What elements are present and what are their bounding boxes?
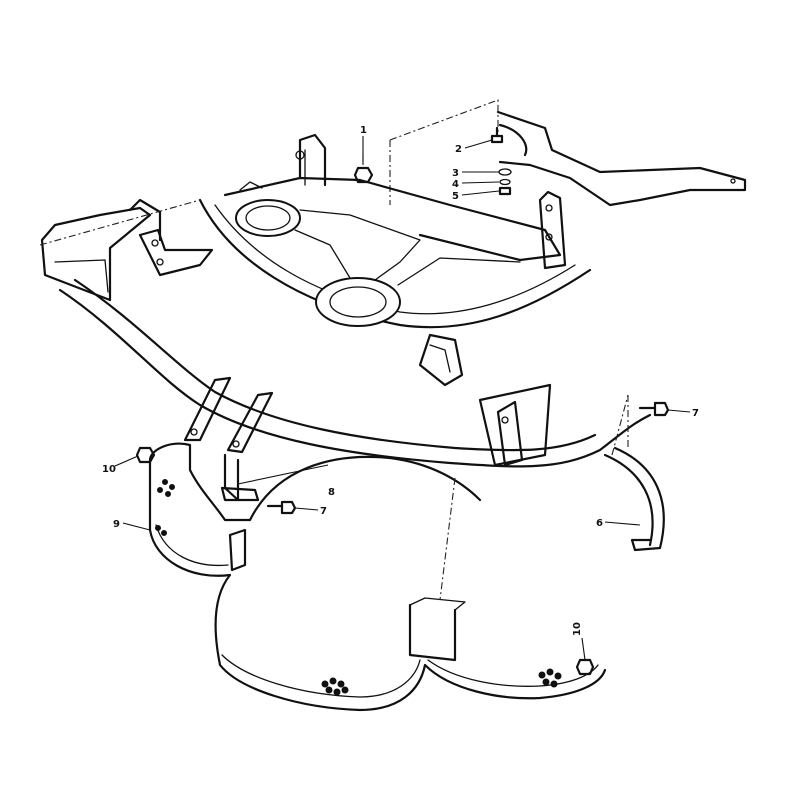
- right-mount-bracket: [478, 383, 552, 467]
- callout-7-right: 7: [692, 408, 699, 419]
- deck-housing-top: [198, 99, 592, 387]
- callout-5: 5: [452, 191, 459, 202]
- callout-8: 8: [328, 487, 335, 498]
- top-plate: [496, 110, 747, 207]
- bolt-cluster-right: [538, 668, 562, 688]
- callout-1: 1: [360, 125, 367, 136]
- callout-7-lower: 7: [320, 506, 327, 517]
- callout-4: 4: [452, 179, 459, 190]
- callout-leaders: [114, 136, 691, 661]
- left-front-bracket: [39, 198, 214, 302]
- callout-6: 6: [596, 518, 603, 529]
- callout-10-left: 10: [102, 464, 116, 475]
- front-uprights: [183, 376, 274, 502]
- callout-10-right: 10: [572, 622, 583, 636]
- bolt-cluster-left: [155, 479, 175, 536]
- lower-deck-shroud: [148, 442, 607, 712]
- nut-icon: [353, 166, 374, 184]
- baffle-bar: [58, 278, 652, 468]
- callout-2: 2: [455, 144, 462, 155]
- callout-9: 9: [113, 519, 120, 530]
- curved-baffle: [603, 394, 665, 552]
- bolt-cluster-middle: [321, 677, 349, 696]
- callout-labels: 1 2 3 4 5 6 7 7 8 9 10 10: [102, 125, 699, 636]
- callout-3: 3: [452, 168, 459, 179]
- hardware: [135, 126, 670, 676]
